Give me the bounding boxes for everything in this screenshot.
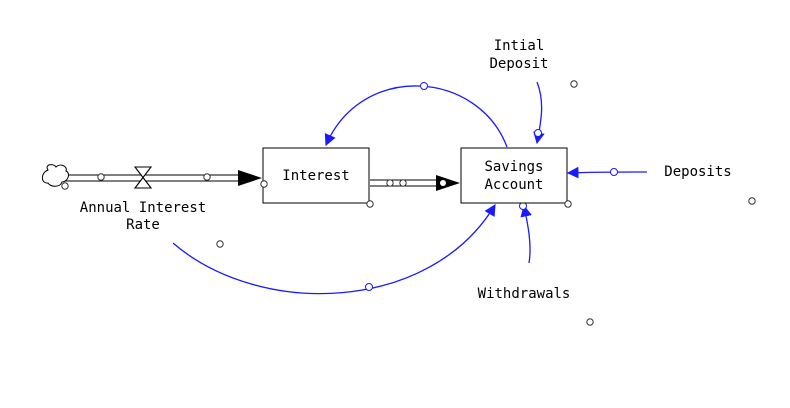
link-handle[interactable] <box>610 168 618 176</box>
handle-dot[interactable] <box>399 179 407 187</box>
handle-dot[interactable] <box>570 80 578 88</box>
handle-dot[interactable] <box>366 200 374 208</box>
handle-dot[interactable] <box>216 240 224 248</box>
link-deposits-to-savings[interactable] <box>566 166 648 179</box>
link-handle[interactable] <box>365 283 373 291</box>
variable-withdrawals[interactable]: Withdrawals <box>478 286 571 302</box>
variable-deposits[interactable]: Deposits <box>664 164 731 180</box>
handle-dot[interactable] <box>564 200 572 208</box>
handle-dot[interactable] <box>61 182 69 190</box>
handle-dot[interactable] <box>586 318 594 326</box>
link-savings-to-interest[interactable] <box>324 85 508 148</box>
handle-dot[interactable] <box>260 180 268 188</box>
link-handle[interactable] <box>420 82 428 90</box>
stock-interest[interactable] <box>262 147 370 204</box>
stock-savings-label-line2: Account <box>484 177 543 193</box>
link-initial-to-savings[interactable] <box>533 81 545 145</box>
variable-annual-interest-rate-line2[interactable]: Rate <box>126 217 160 233</box>
cloud-source-icon <box>41 164 70 187</box>
link-handle[interactable] <box>519 202 527 210</box>
variable-annual-interest-rate-line1[interactable]: Annual Interest <box>80 200 206 216</box>
valve-icon[interactable] <box>133 166 153 189</box>
handle-dot[interactable] <box>748 197 756 205</box>
handle-dot[interactable] <box>97 173 105 181</box>
flow-pipe-rate-to-interest <box>62 170 262 186</box>
arrowhead-icon <box>436 175 460 191</box>
handle-dot <box>440 180 446 186</box>
stock-savings-account[interactable] <box>460 147 568 204</box>
link-rate-to-savings[interactable] <box>172 203 496 295</box>
stock-savings-label-line1: Savings <box>484 159 543 175</box>
variable-initial-deposit-line2[interactable]: Deposit <box>489 56 548 72</box>
link-handle[interactable] <box>534 129 542 137</box>
variable-initial-deposit-line1[interactable]: Intial <box>494 38 545 54</box>
flow-pipe-interest-to-savings <box>370 175 460 191</box>
arrowhead-icon <box>238 170 262 186</box>
link-withdrawals-to-savings[interactable] <box>520 204 532 264</box>
handle-dot[interactable] <box>203 173 211 181</box>
handle-dot[interactable] <box>386 179 394 187</box>
stock-interest-label: Interest <box>282 168 349 184</box>
